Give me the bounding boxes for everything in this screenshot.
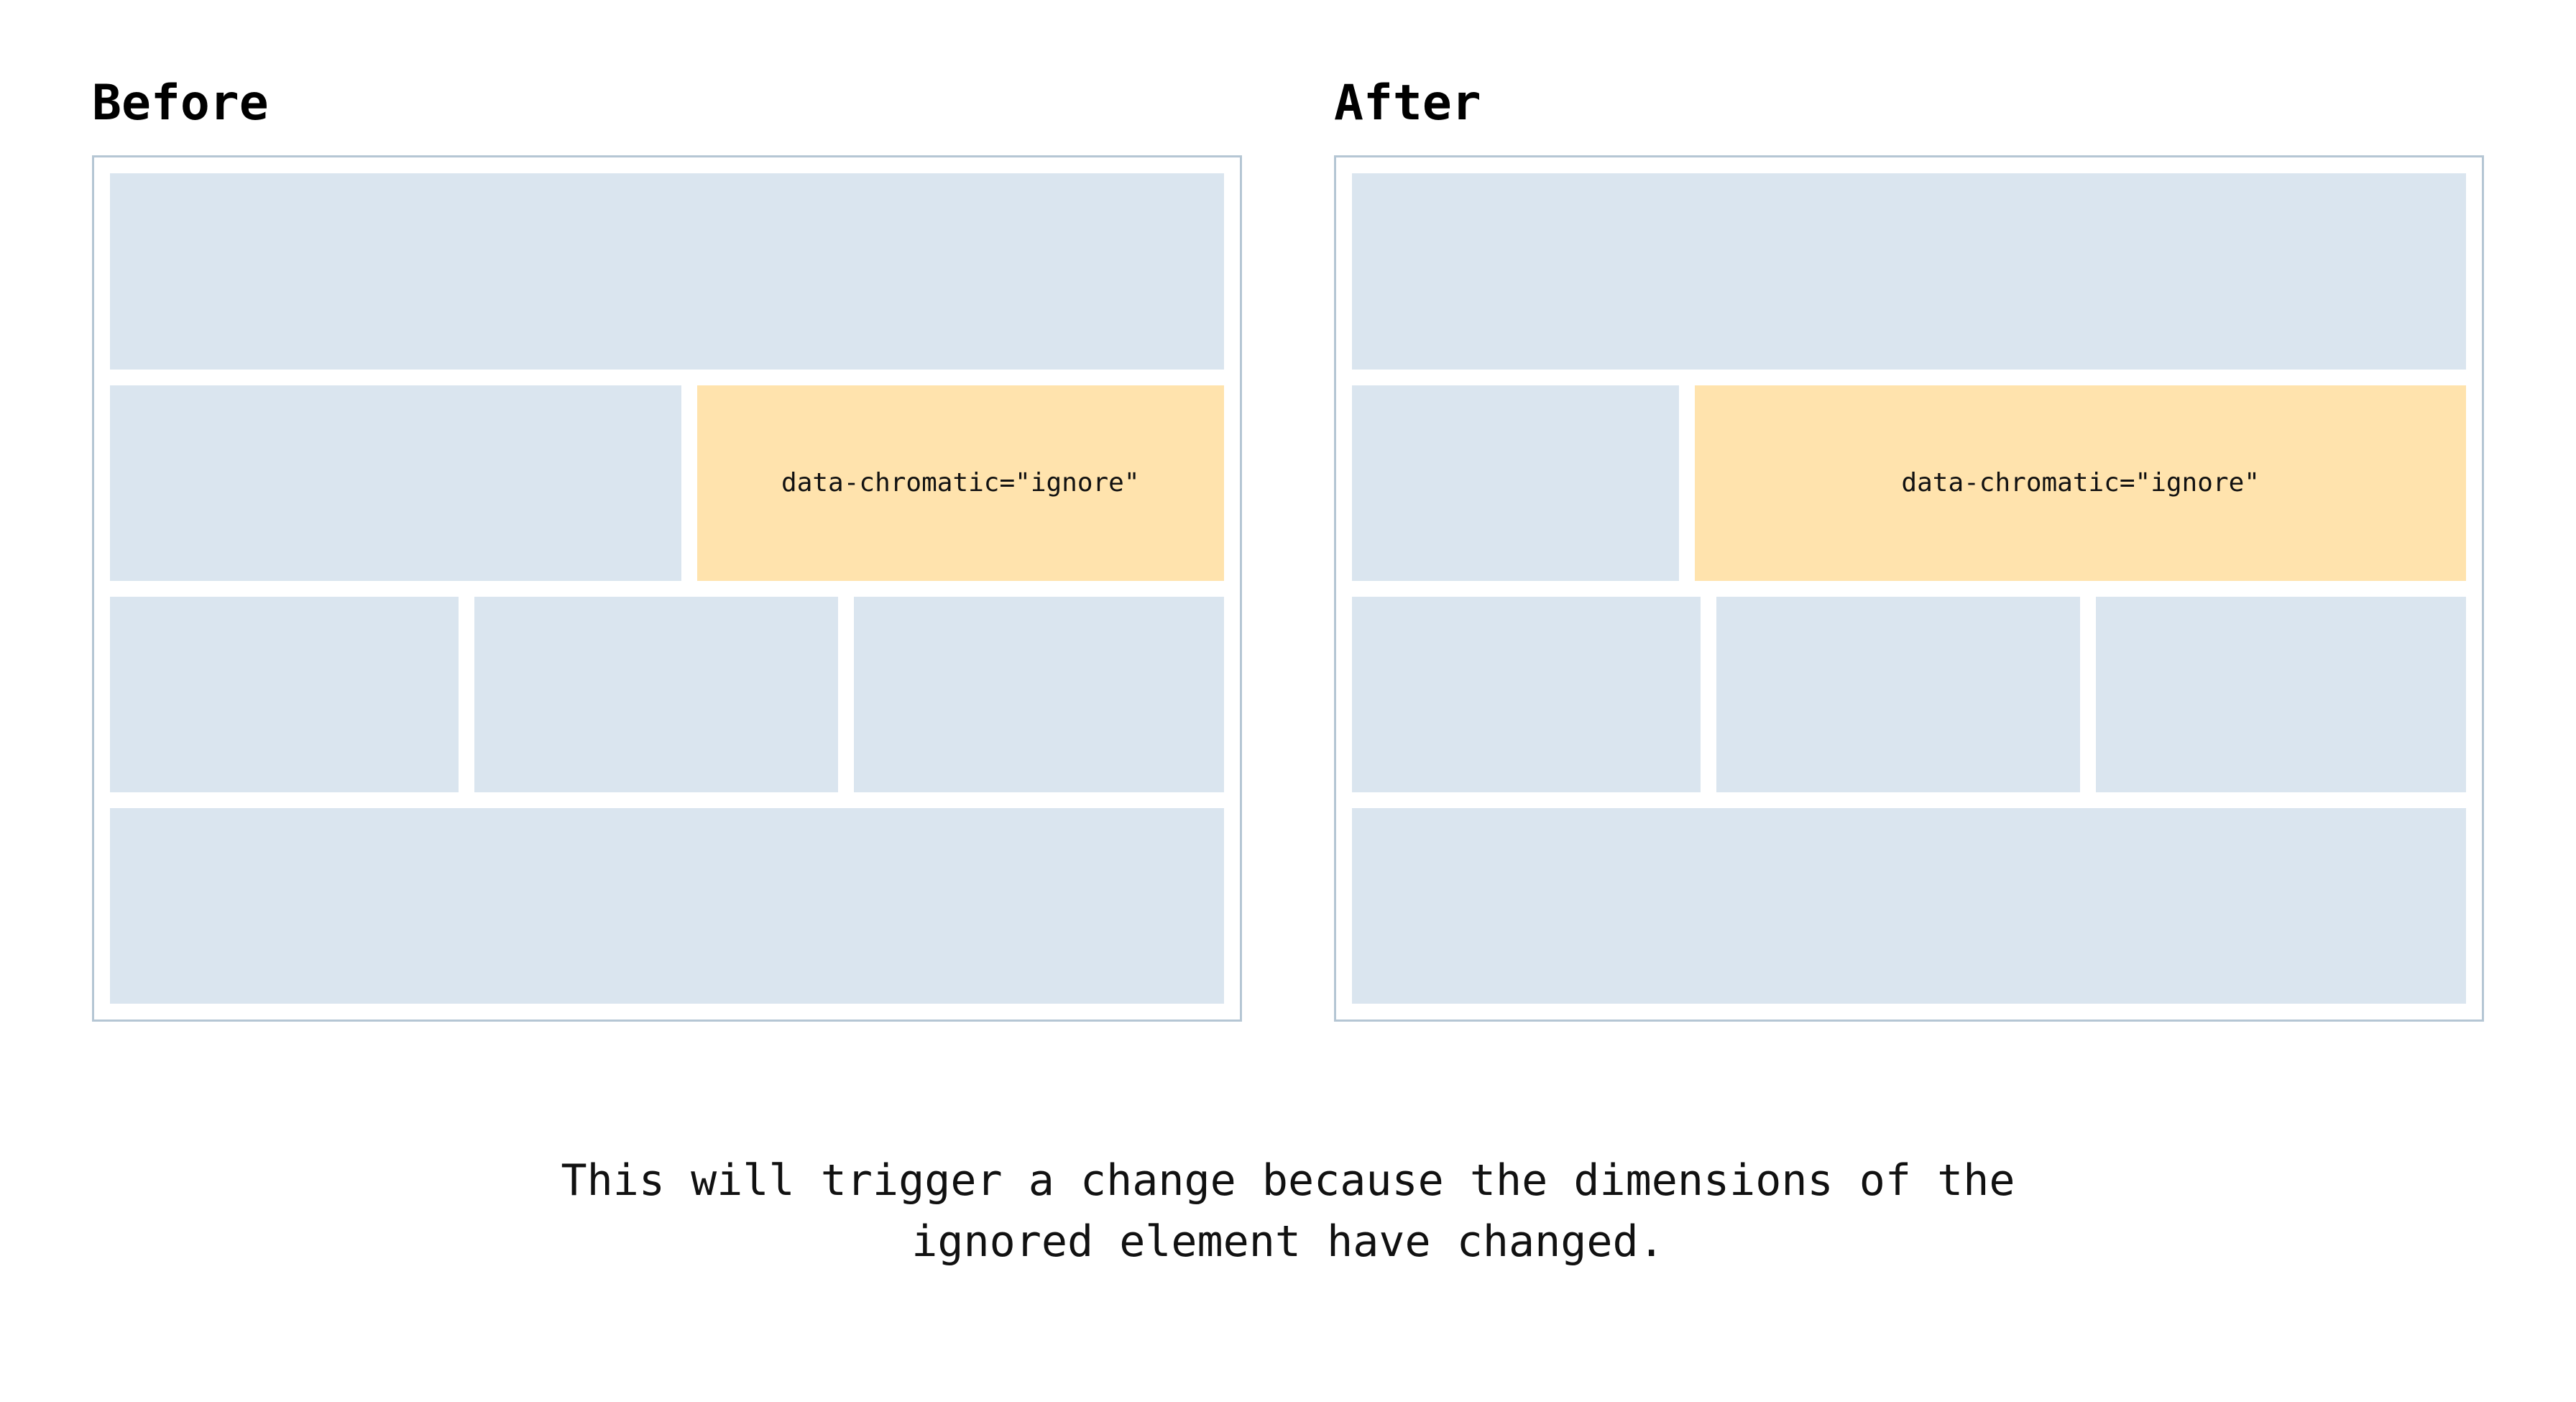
after-row-split: data-chromatic="ignore" [1352, 385, 2466, 581]
caption-line-2: ignored element have changed. [911, 1217, 1665, 1268]
placeholder-block [1716, 596, 2080, 792]
after-panel: data-chromatic="ignore" [1334, 155, 2484, 1022]
before-row-split: data-chromatic="ignore" [110, 385, 1224, 581]
after-row-triple [1352, 596, 2466, 792]
placeholder-block [110, 385, 681, 581]
placeholder-block [1352, 385, 1680, 581]
placeholder-block [2095, 596, 2466, 792]
placeholder-block [1352, 596, 1701, 792]
ignored-element-block: data-chromatic="ignore" [696, 385, 1224, 581]
before-row-hero [110, 173, 1224, 370]
before-column: Before data-chromatic="ignore" [92, 79, 1242, 1022]
before-panel: data-chromatic="ignore" [92, 155, 1242, 1022]
ignored-element-label: data-chromatic="ignore" [1901, 468, 2260, 498]
placeholder-block [853, 596, 1224, 792]
placeholder-block [110, 173, 1224, 370]
caption: This will trigger a change because the d… [0, 1150, 2576, 1273]
placeholder-block [1352, 173, 2466, 370]
after-heading: After [1334, 75, 1481, 132]
placeholder-block [474, 596, 838, 792]
after-row-foot [1352, 807, 2466, 1004]
ignored-element-label: data-chromatic="ignore" [781, 468, 1140, 498]
before-row-foot [110, 807, 1224, 1004]
placeholder-block [1352, 807, 2466, 1004]
after-row-hero [1352, 173, 2466, 370]
after-column: After data-chromatic="ignore" [1334, 79, 2484, 1022]
before-heading: Before [92, 75, 269, 132]
ignored-element-block: data-chromatic="ignore" [1695, 385, 2466, 581]
placeholder-block [110, 807, 1224, 1004]
placeholder-block [110, 596, 459, 792]
before-row-triple [110, 596, 1224, 792]
before-after-comparison: Before data-chromatic="ignore" [92, 79, 2484, 1022]
caption-line-1: This will trigger a change because the d… [561, 1155, 2015, 1206]
